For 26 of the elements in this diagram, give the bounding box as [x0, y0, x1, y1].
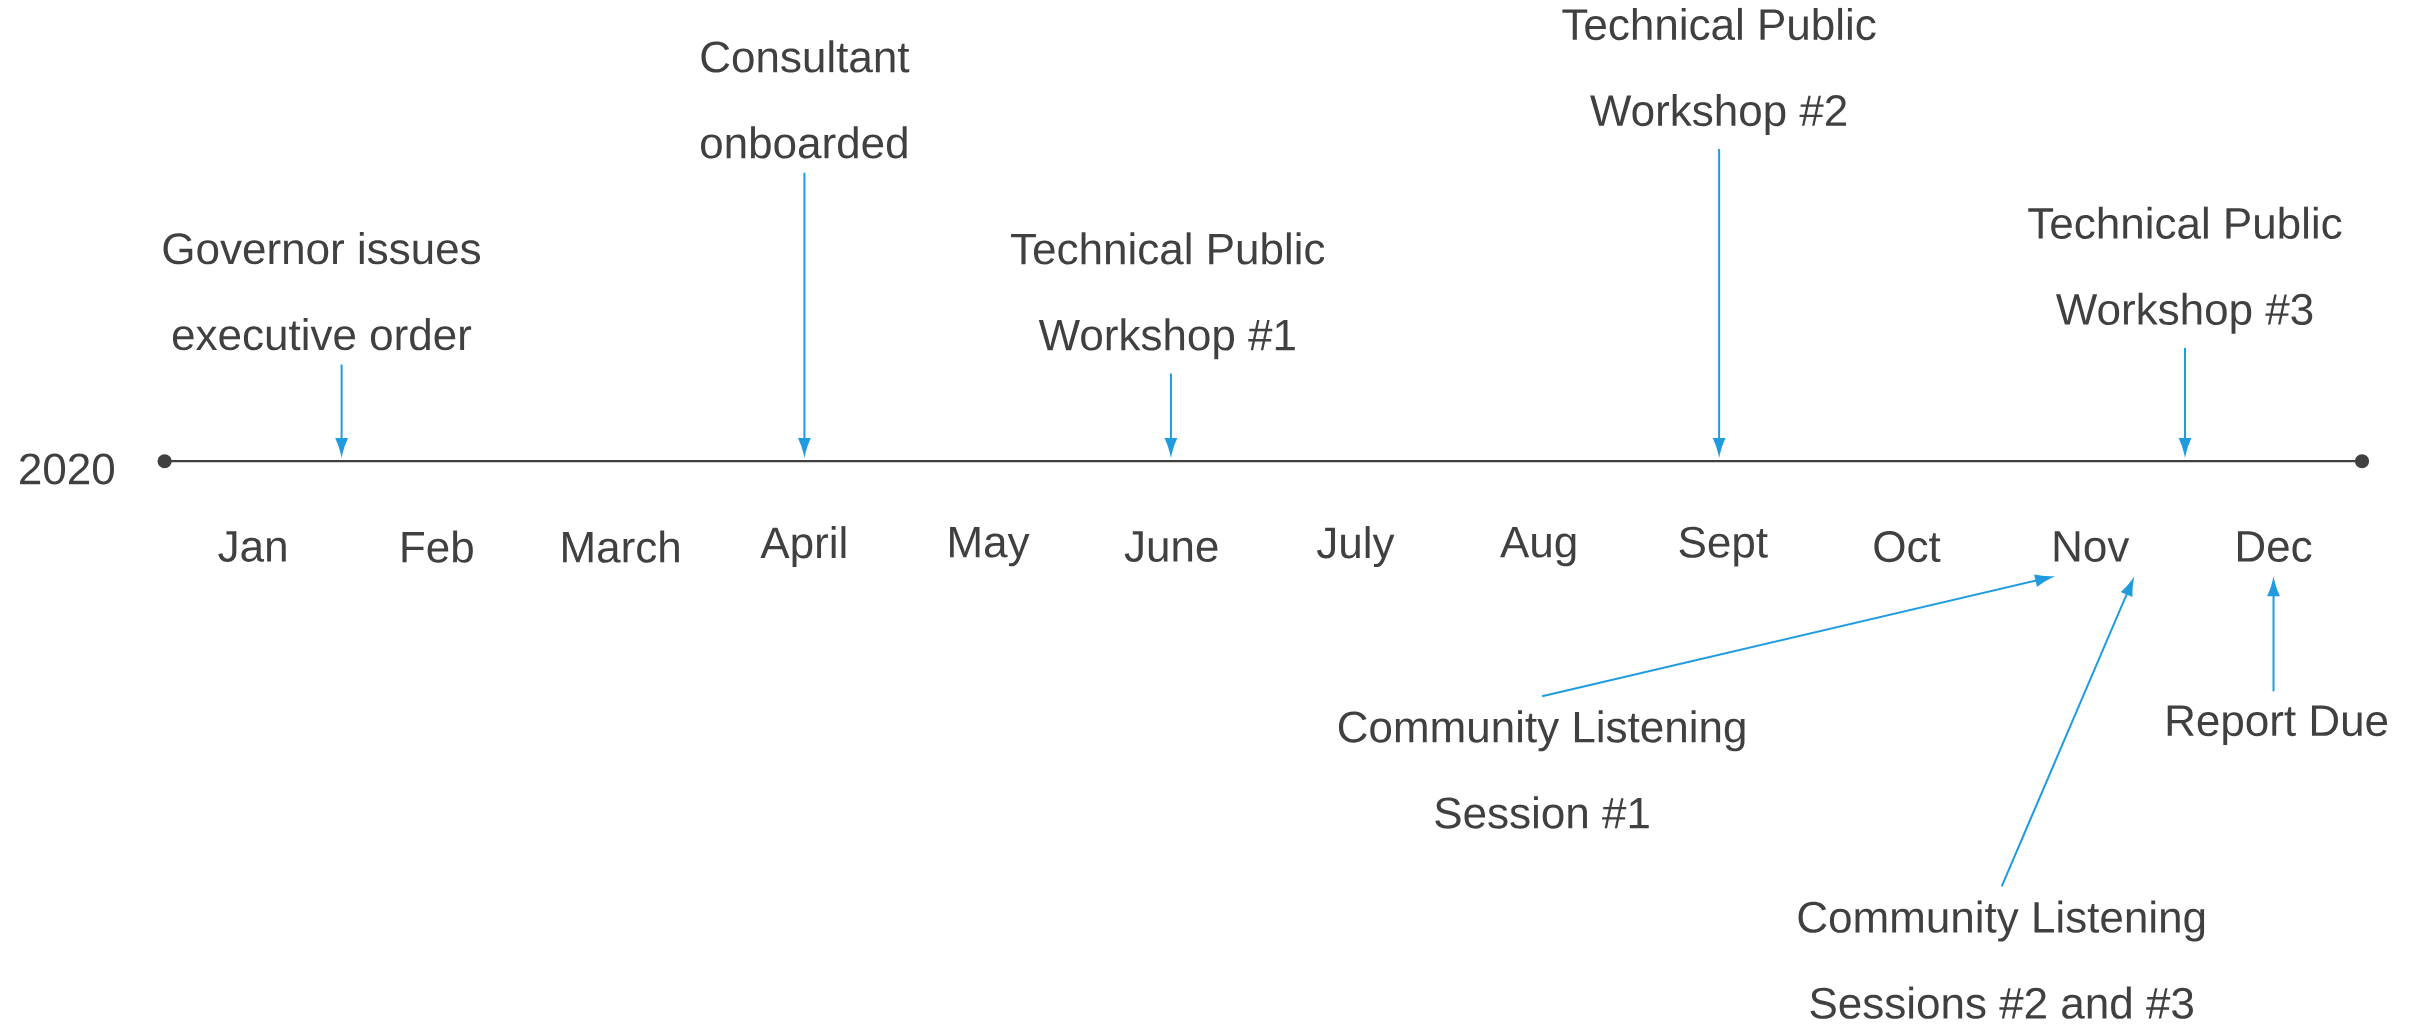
month-label: June: [1124, 531, 1218, 562]
event-label: Technical Public Workshop #2: [1562, 7, 1876, 135]
month-label: April: [760, 526, 846, 568]
month-label: Nov: [2054, 531, 2130, 562]
month-label: May: [950, 526, 1030, 567]
month-label: Feb: [402, 530, 473, 563]
month-label: March: [563, 530, 679, 563]
month-label: Aug: [1500, 526, 1576, 567]
month-label: July: [1317, 526, 1395, 568]
month-label: Oct: [1874, 531, 1941, 563]
arrow: [2179, 346, 2191, 455]
event-label: Governor issues executive order: [163, 232, 480, 351]
month-label: Jan: [218, 531, 286, 562]
arrow: [1541, 574, 2052, 698]
event-label: Report Due: [2167, 705, 2388, 745]
arrow: [1713, 148, 1725, 455]
event-label: Consultant onboarded: [701, 40, 910, 159]
month-label: Dec: [2238, 531, 2312, 562]
arrow: [2000, 579, 2134, 888]
event-label: Community Listening Sessions #2 and #3: [1798, 900, 2205, 1019]
event-label: Community Listening Session #1: [1338, 710, 1745, 829]
month-label: Sept: [1679, 526, 1768, 567]
arrow: [1165, 372, 1177, 455]
event-label: Technical Public Workshop #1: [1011, 232, 1325, 360]
event-label: Technical Public Workshop #3: [2028, 206, 2342, 334]
year-label: 2020: [20, 453, 114, 485]
